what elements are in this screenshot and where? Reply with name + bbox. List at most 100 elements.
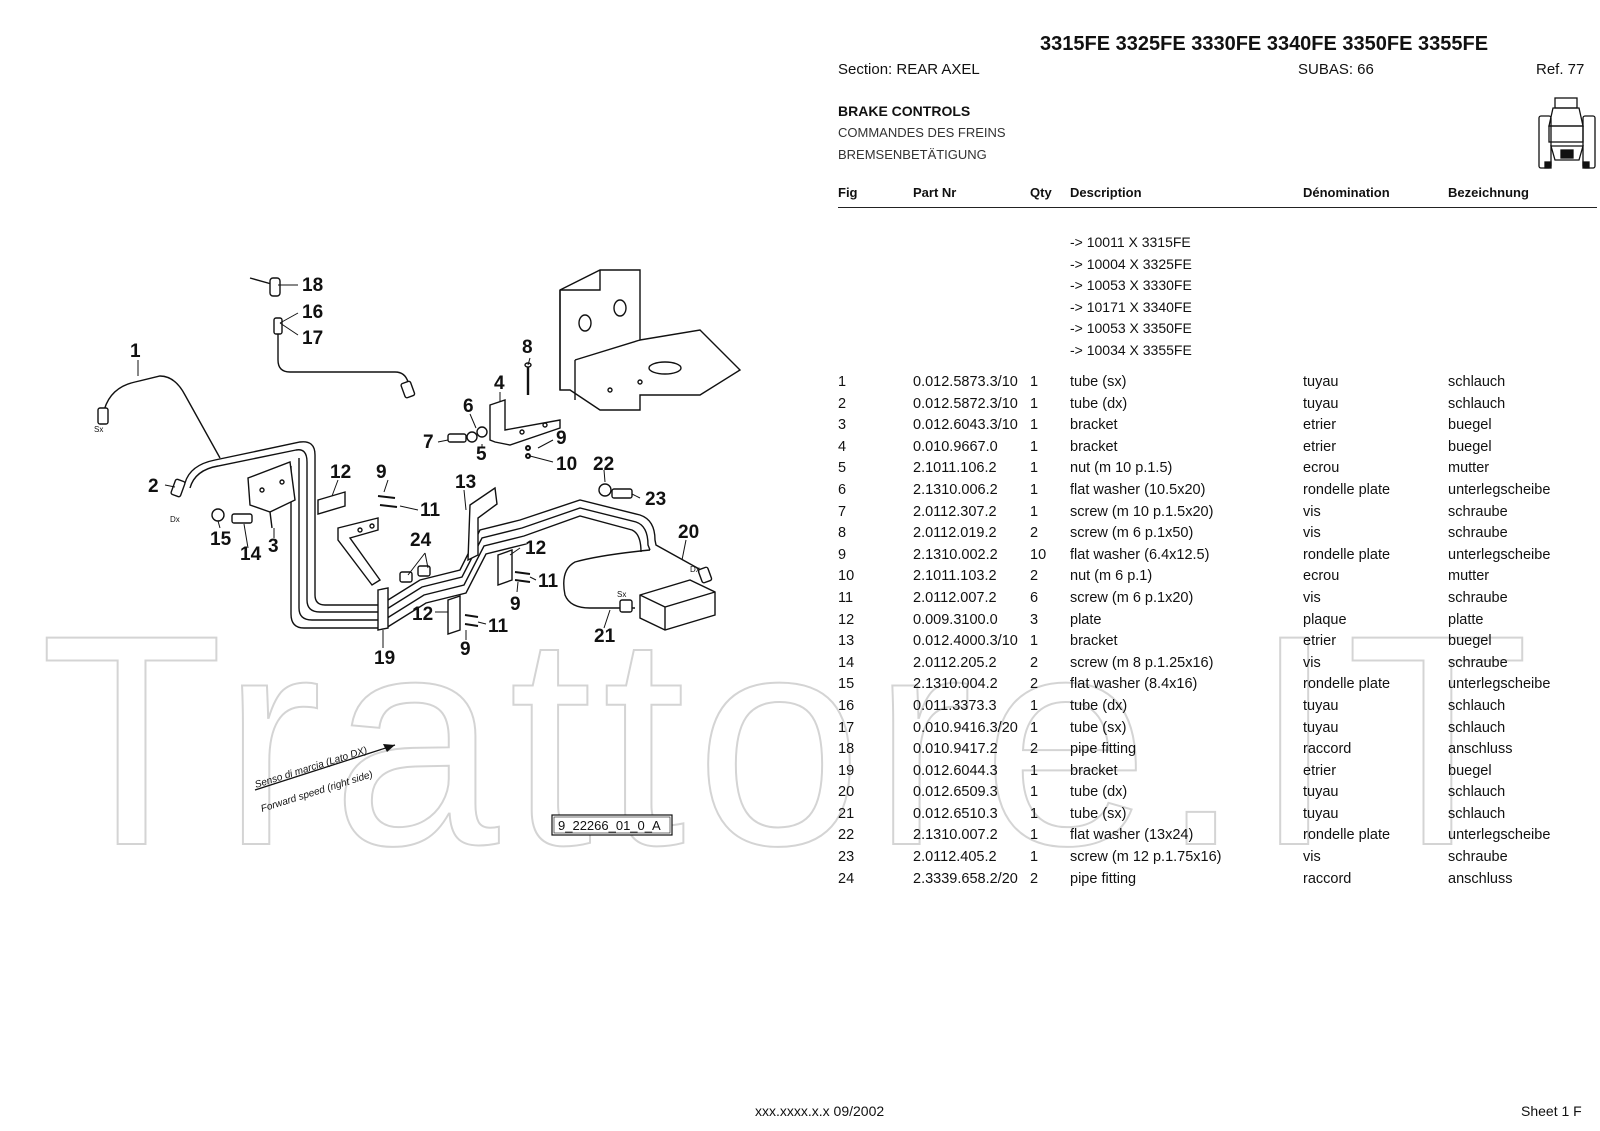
cell-part: 2.3339.658.2/20 (913, 870, 1018, 887)
title-french: COMMANDES DES FREINS (838, 125, 1006, 140)
cell-part: 2.0112.205.2 (913, 654, 997, 671)
cell-den: raccord (1303, 741, 1352, 758)
cell-part: 2.0112.307.2 (913, 503, 997, 520)
cell-fig: 3 (838, 417, 847, 434)
cell-bez: buegel (1448, 417, 1492, 434)
tube-bundle-drawing (170, 441, 716, 631)
callout-8: 8 (522, 337, 533, 358)
callout-11b: 11 (538, 571, 559, 592)
cell-bez: schlauch (1448, 374, 1506, 390)
cell-den: plaque (1303, 611, 1347, 628)
tractor-rear-view-icon (1537, 96, 1597, 174)
callout-19: 19 (374, 648, 395, 669)
cell-desc: bracket (1070, 762, 1118, 779)
callout-9: 9 (556, 428, 567, 449)
cell-den: tuyau (1303, 697, 1339, 714)
cell-bez: anschluss (1448, 870, 1513, 887)
callout-12b: 12 (525, 538, 546, 559)
cell-fig: 24 (838, 870, 855, 887)
cell-bez: buegel (1448, 633, 1492, 650)
col-desc: Description (1070, 185, 1142, 200)
cell-bez: unterlegscheibe (1448, 676, 1551, 693)
col-den: Dénomination (1303, 185, 1390, 200)
pipe-16-17-drawing (249, 277, 416, 399)
cell-fig: 22 (838, 827, 855, 844)
variant-line: -> 10171 X 3340FE (1070, 298, 1192, 315)
col-fig: Fig (838, 185, 858, 200)
cell-desc: nut (m 6 p.1) (1070, 568, 1153, 585)
callout-24: 24 (410, 530, 432, 551)
callout-15: 15 (210, 529, 232, 550)
cell-den: vis (1303, 654, 1321, 671)
cell-qty: 2 (1030, 870, 1039, 887)
col-bez: Bezeichnung (1448, 185, 1529, 200)
cell-fig: 7 (838, 503, 847, 520)
forward-direction-arrow: Senso di marcia (Lato DX) Forward speed … (254, 744, 396, 815)
title-english: BRAKE CONTROLS (838, 103, 971, 119)
cell-fig: 12 (838, 611, 855, 628)
cell-desc: flat washer (13x24) (1070, 827, 1194, 844)
cell-part: 0.012.6510.3 (913, 805, 998, 822)
cell-bez: unterlegscheibe (1448, 546, 1551, 563)
cell-qty: 2 (1030, 525, 1039, 542)
cell-part: 2.1310.004.2 (913, 676, 998, 693)
cell-den: rondelle plate (1303, 481, 1391, 498)
cell-desc: tube (dx) (1070, 784, 1128, 801)
callout-21: 21 (594, 626, 616, 647)
cell-part: 2.0112.007.2 (913, 589, 997, 606)
cell-fig: 23 (838, 849, 855, 866)
callout-5: 5 (476, 444, 487, 465)
cell-bez: unterlegscheibe (1448, 827, 1551, 844)
callout-2: 2 (148, 476, 159, 497)
sx-label-21: Sx (617, 590, 626, 599)
col-part: Part Nr (913, 185, 957, 200)
variant-line: -> 10053 X 3330FE (1070, 277, 1192, 294)
callout-12c: 12 (412, 604, 433, 625)
cell-qty: 1 (1030, 503, 1039, 520)
callout-11c: 11 (488, 616, 509, 637)
cell-qty: 1 (1030, 438, 1039, 455)
callout-18: 18 (302, 275, 323, 296)
callout-20: 20 (678, 522, 699, 543)
cell-part: 0.012.6509.3 (913, 784, 998, 801)
cell-bez: mutter (1448, 568, 1490, 585)
cell-den: tuyau (1303, 784, 1339, 801)
cell-part: 0.010.9416.3/20 (913, 719, 1018, 736)
cell-qty: 1 (1030, 784, 1039, 801)
cell-qty: 1 (1030, 805, 1039, 822)
cell-den: tuyau (1303, 719, 1339, 736)
cell-desc: screw (m 6 p.1x20) (1070, 589, 1194, 606)
cell-fig: 14 (838, 654, 855, 671)
cell-fig: 18 (838, 741, 855, 758)
tube-1-drawing (97, 375, 221, 459)
cell-desc: tube (sx) (1070, 805, 1127, 822)
cell-den: tuyau (1303, 395, 1339, 412)
cell-bez: mutter (1448, 460, 1490, 477)
cell-den: etrier (1303, 438, 1337, 455)
variant-line: -> 10004 X 3325FE (1070, 255, 1192, 272)
cell-qty: 10 (1030, 546, 1047, 563)
cell-qty: 1 (1030, 633, 1039, 650)
cell-desc: nut (m 10 p.1.5) (1070, 460, 1173, 477)
cell-fig: 1 (838, 374, 847, 390)
cell-qty: 1 (1030, 827, 1039, 844)
cell-desc: flat washer (10.5x20) (1070, 481, 1206, 498)
serial-variant-list: -> 10011 X 3315FE -> 10004 X 3325FE -> 1… (1070, 232, 1192, 362)
cell-den: vis (1303, 503, 1321, 520)
cell-bez: schlauch (1448, 805, 1506, 822)
cell-fig: 8 (838, 525, 847, 542)
dx-label-2: Dx (170, 515, 180, 524)
cell-bez: schraube (1448, 589, 1508, 606)
bracket-4-drawing (489, 399, 561, 446)
